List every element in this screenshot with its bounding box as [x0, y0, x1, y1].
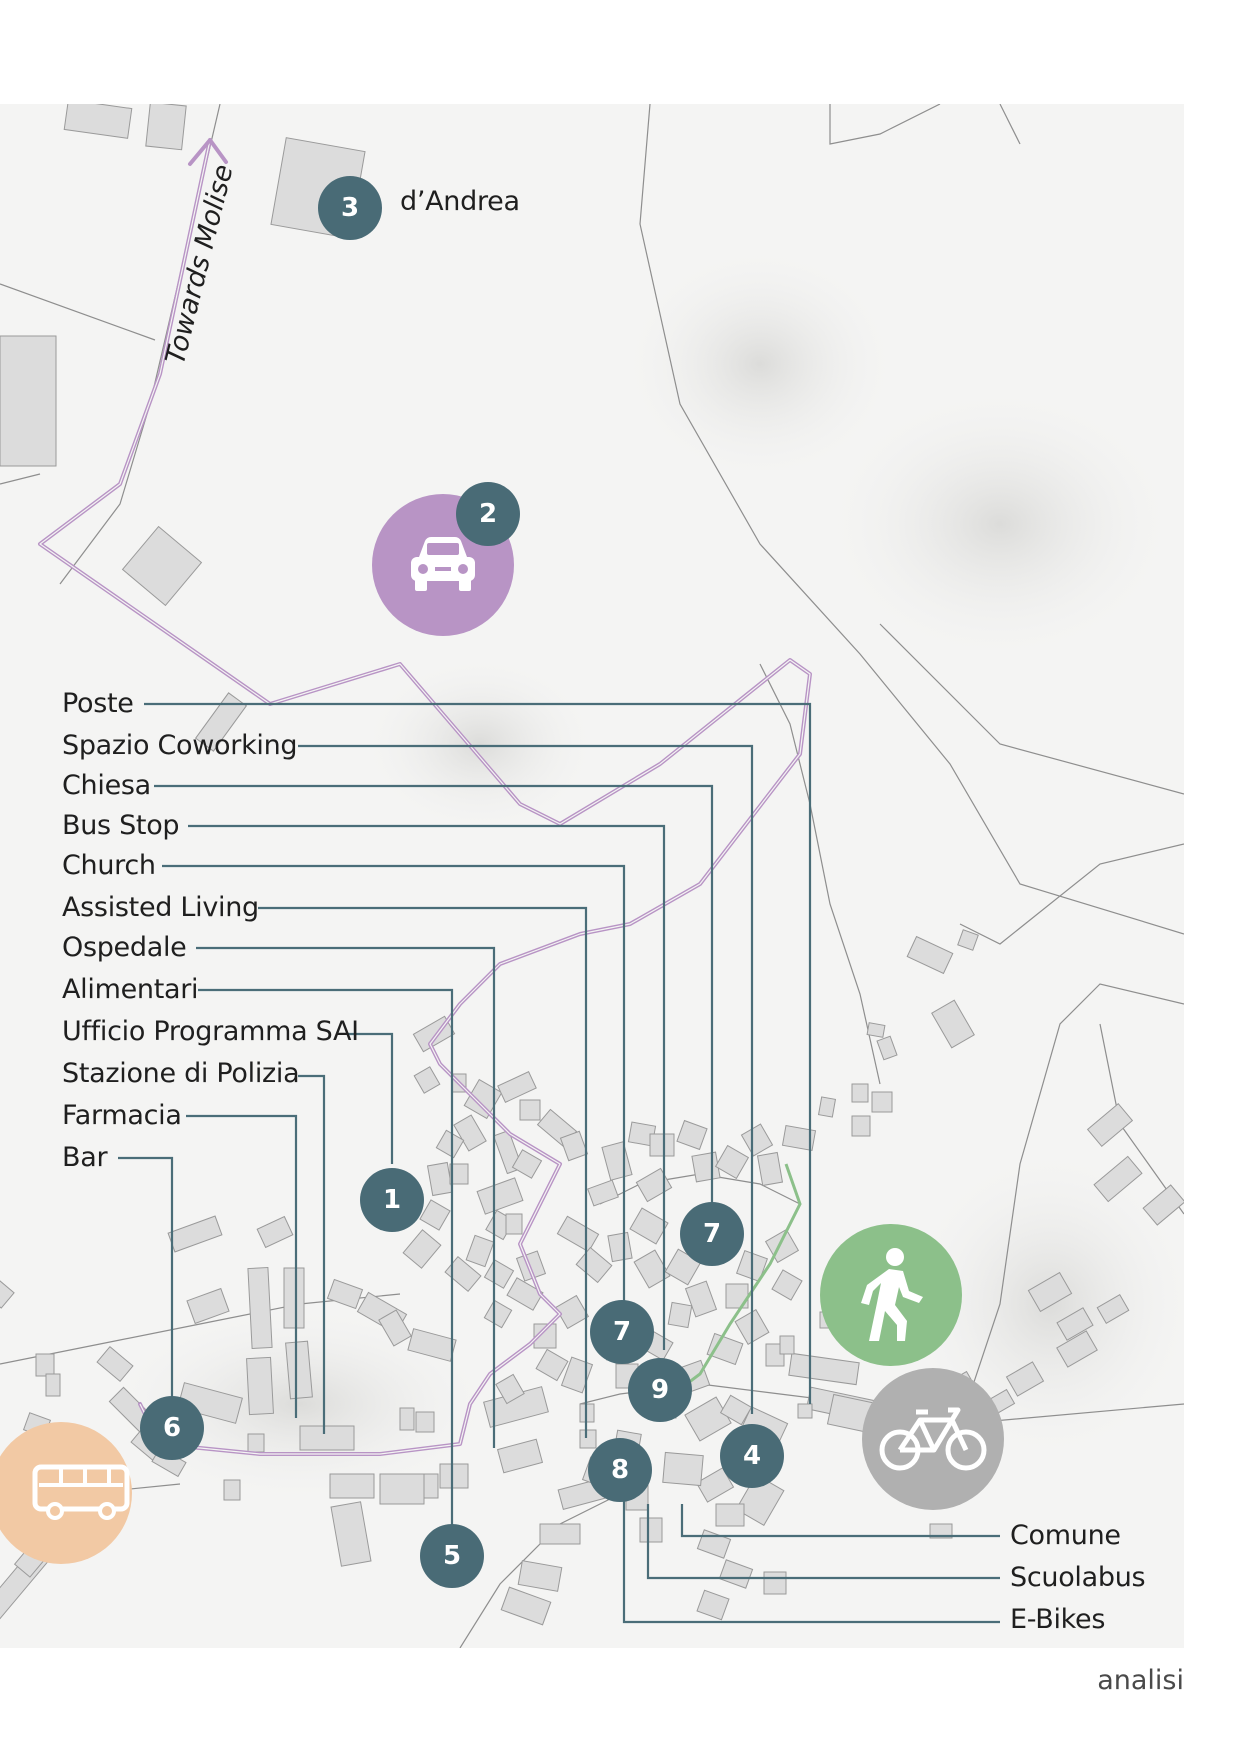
- legend-label-comune: Comune: [1010, 1520, 1121, 1551]
- legend-label-chiesa: Chiesa: [62, 770, 151, 801]
- legend-label-poste: Poste: [62, 688, 134, 719]
- walking-route: [659, 1163, 802, 1406]
- marker-4[interactable]: 4: [720, 1424, 784, 1488]
- legend-label-bar: Bar: [62, 1142, 108, 1173]
- legend-label-stazione-di-polizia: Stazione di Polizia: [62, 1058, 300, 1089]
- legend-label-spazio-coworking: Spazio Coworking: [62, 730, 298, 761]
- legend-label-bus-stop: Bus Stop: [62, 810, 180, 841]
- bike-mode-circle: [862, 1368, 1004, 1510]
- legend-label-alimentari: Alimentari: [62, 974, 199, 1005]
- map: Towards Molise: [0, 104, 1184, 1648]
- bus-mode-circle: [0, 1422, 132, 1564]
- car-route: [38, 138, 812, 1456]
- legend-label-ufficio-programma-sai: Ufficio Programma SAI: [62, 1016, 359, 1047]
- bus-icon: [32, 1464, 130, 1520]
- marker-2[interactable]: 2: [456, 482, 520, 546]
- marker-7-church[interactable]: 7: [590, 1300, 654, 1364]
- legend-label-e-bikes: E-Bikes: [1010, 1604, 1106, 1635]
- legend-label-scuolabus: Scuolabus: [1010, 1562, 1146, 1593]
- marker-9[interactable]: 9: [628, 1358, 692, 1422]
- section-footer-label: analisi: [1097, 1665, 1184, 1696]
- legend-label-assisted-living: Assisted Living: [62, 892, 259, 923]
- walk-mode-circle: [820, 1224, 962, 1366]
- legend-label-ospedale: Ospedale: [62, 932, 187, 963]
- leader-lines: [118, 702, 1000, 1624]
- marker-6[interactable]: 6: [140, 1396, 204, 1460]
- pedestrian-icon: [861, 1248, 923, 1341]
- marker-3[interactable]: 3: [318, 176, 382, 240]
- marker-5[interactable]: 5: [420, 1524, 484, 1588]
- marker-1[interactable]: 1: [360, 1168, 424, 1232]
- bicycle-icon: [879, 1407, 987, 1471]
- place-label-dandrea: d’Andrea: [400, 186, 520, 217]
- marker-7-chiesa[interactable]: 7: [680, 1202, 744, 1266]
- legend-label-church: Church: [62, 850, 156, 881]
- legend-label-farmacia: Farmacia: [62, 1100, 182, 1131]
- marker-8[interactable]: 8: [588, 1438, 652, 1502]
- car-icon: [411, 537, 475, 591]
